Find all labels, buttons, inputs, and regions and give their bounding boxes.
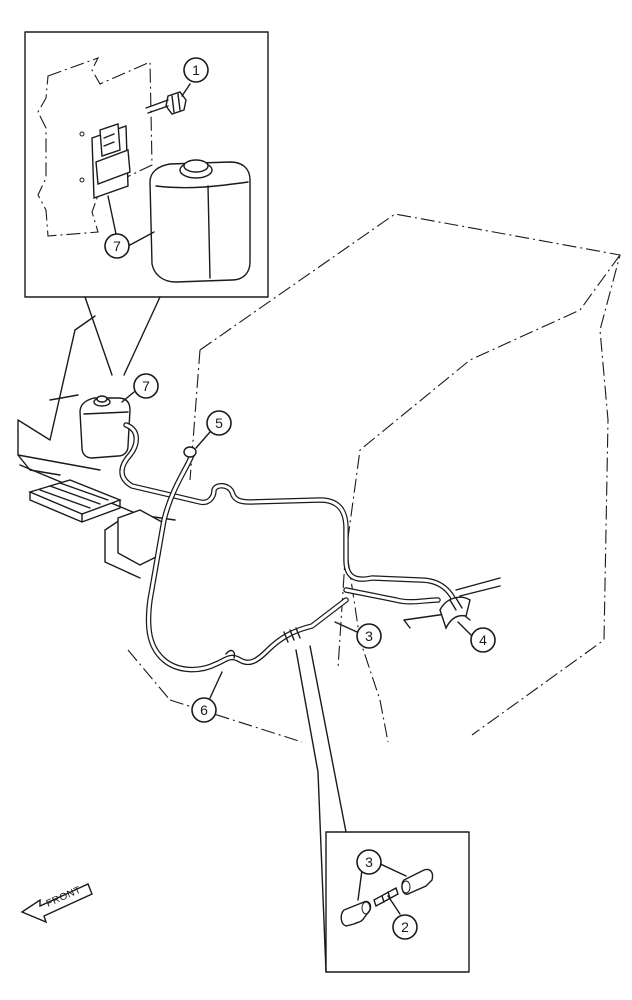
callout-7-inset: 7 [104,233,130,259]
callout-4-label: 4 [479,632,487,648]
callout-1-label: 1 [192,62,200,78]
cab-outline [127,213,621,743]
inset-leader-line [309,645,347,833]
washer-hose [119,422,461,673]
callout-5-label: 5 [215,415,223,431]
callout-4: 4 [470,627,496,653]
callout-3-inset: 3 [356,849,382,875]
front-direction-arrow: FRONT [20,883,93,924]
callout-3-main: 3 [356,623,382,649]
callout-3-main-label: 3 [365,628,373,644]
inset-leader-line [123,296,161,376]
callout-7-inset-label: 7 [113,238,121,254]
hose-clip-bracket [403,577,501,630]
callout-6: 6 [191,697,217,723]
top-detail-inset [24,31,269,298]
washer-tank-main [79,395,131,459]
bottom-detail-inset [325,831,470,973]
bracket [79,123,131,199]
leader-5 [195,431,211,449]
leader-3 [334,621,358,633]
callout-7-main-label: 7 [142,378,150,394]
callout-6-label: 6 [200,702,208,718]
inset-leader-line [295,649,327,973]
leader-6 [209,671,223,699]
callout-3-inset-label: 3 [365,854,373,870]
leader-7 [121,391,135,403]
callout-7-main: 7 [133,373,159,399]
bolt [145,91,187,115]
callout-2: 2 [392,914,418,940]
inset-leader-line [84,296,113,376]
callout-2-label: 2 [401,919,409,935]
leader-4 [457,621,473,637]
callout-1: 1 [183,57,209,83]
callout-5: 5 [206,410,232,436]
washer-tank [149,159,251,283]
